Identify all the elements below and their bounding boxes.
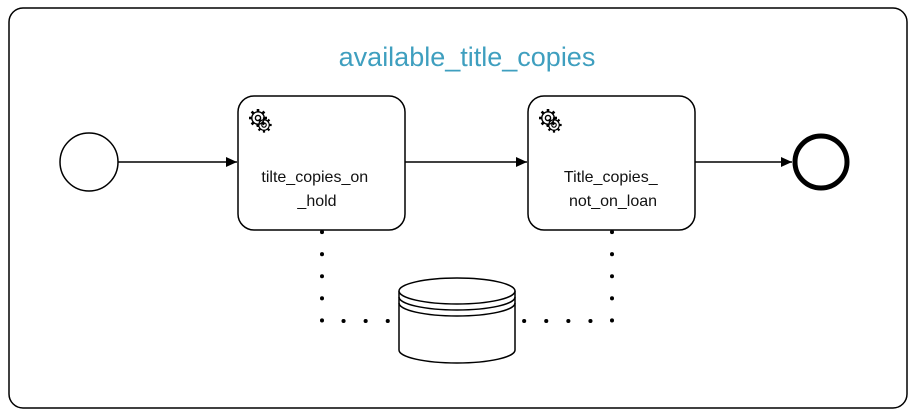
data-association-right [514,230,614,323]
task-label: Title_copies_ not_on_loan [564,169,662,210]
end-event[interactable] [792,133,850,191]
task-label-line: Title_copies_ [564,169,659,186]
data-association-left [320,230,400,323]
task-label-line: _hold [296,193,336,210]
start-event[interactable] [59,132,119,192]
data-store[interactable] [398,277,516,364]
diagram-title: available_title_copies [339,42,596,72]
task-label-line: tilte_copies_on [261,169,368,186]
service-task-2[interactable]: Title_copies_ not_on_loan [527,95,696,231]
service-task-1[interactable]: tilte_copies_on _hold [237,95,406,231]
task-label-line: not_on_loan [569,193,657,210]
task-label: tilte_copies_on _hold [261,169,372,210]
